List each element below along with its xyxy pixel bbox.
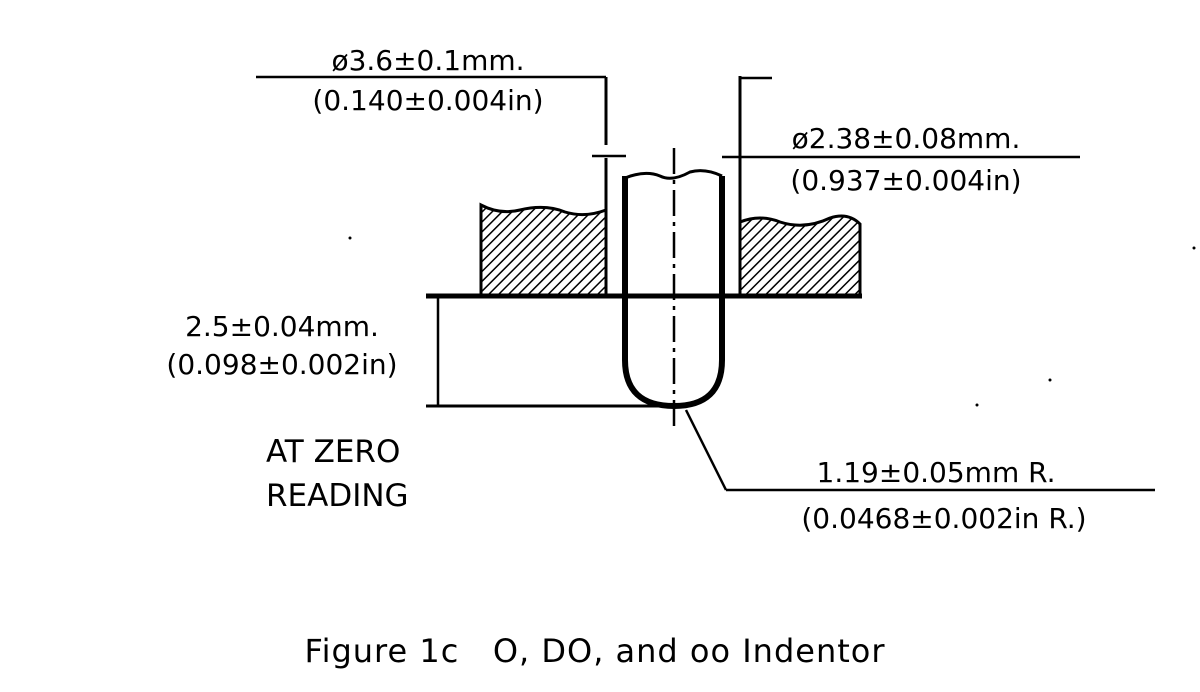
extension-imperial: (0.098±0.002in) [166,348,397,381]
tip-dia-metric: ø2.38±0.08mm. [792,122,1021,155]
zero-reading-line2: READING [266,478,409,514]
zero-reading-line1: AT ZERO [266,434,400,470]
presser-foot-right [738,214,862,298]
presser-foot-left [479,202,608,298]
radius-leader-diag [684,409,728,491]
tip-dia-imperial: (0.937±0.004in) [790,164,1021,197]
scan-speck [975,403,979,407]
scan-speck [348,236,352,240]
scan-speck [1048,378,1052,382]
tip-radius-metric: 1.19±0.05mm R. [817,456,1056,489]
indentor-break-line [624,169,723,180]
extension-metric: 2.5±0.04mm. [185,310,379,343]
outer-dia-imperial: (0.140±0.004in) [312,84,543,117]
scan-speck [1192,246,1196,250]
outer-dia-metric: ø3.6±0.1mm. [331,44,524,77]
figure-caption: Figure 1c O, DO, and oo Indentor [304,632,885,670]
tip-radius-imperial: (0.0468±0.002in R.) [801,502,1086,535]
